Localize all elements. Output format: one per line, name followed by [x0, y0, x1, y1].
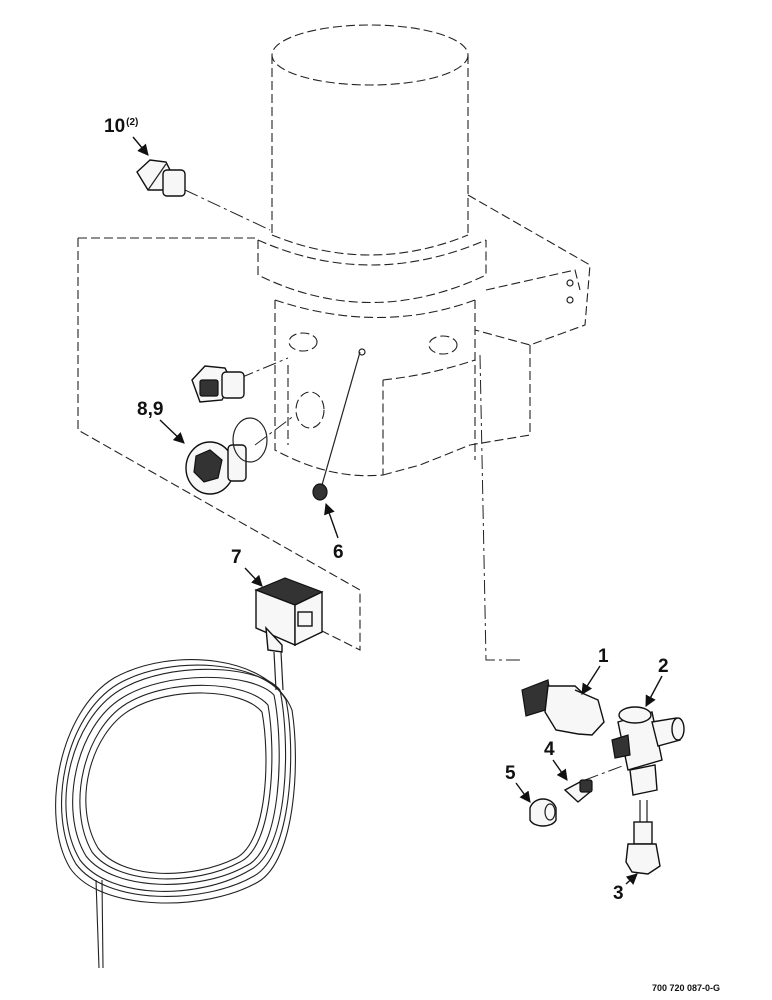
mounting-plane-phantom	[77, 237, 361, 651]
part-8-9-plug-oring	[185, 417, 268, 495]
callout-5: 5	[505, 763, 516, 784]
callout-3: 3	[613, 883, 624, 904]
callout-7: 7	[231, 547, 242, 568]
part-1-pressure-switch	[521, 679, 605, 736]
part-4-fitting	[563, 779, 593, 803]
callout-4: 4	[544, 739, 555, 760]
callout-leaders	[132, 136, 663, 885]
callout-10-quantity: (2)	[126, 117, 139, 128]
part-2-tee-fitting	[611, 706, 685, 796]
callout-1: 1	[598, 646, 609, 667]
port-plug	[191, 365, 245, 403]
part-6-fitting	[312, 483, 328, 501]
drawing-number: 700 720 087-0-G	[652, 983, 721, 993]
assembly-centerlines	[184, 189, 626, 781]
part-5-cap	[529, 798, 557, 827]
part-3-nut	[625, 800, 661, 875]
callout-10: 10(2)	[104, 116, 139, 137]
filter-housing-phantom	[257, 24, 591, 477]
callout-6: 6	[333, 542, 344, 563]
part-7-connector-cable	[55, 577, 324, 969]
callout-2: 2	[658, 656, 669, 677]
callout-8-9: 8,9	[137, 399, 164, 420]
part-10-plug	[136, 159, 186, 197]
